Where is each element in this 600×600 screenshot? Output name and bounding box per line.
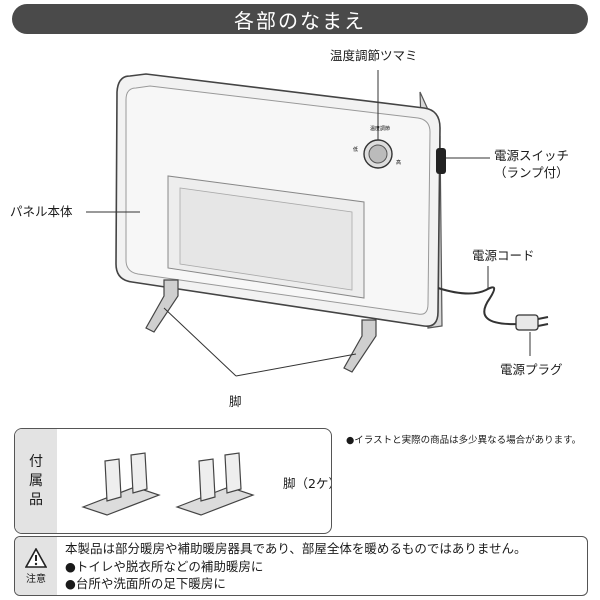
foot-left <box>145 279 179 333</box>
panel-rear-inner <box>179 187 353 291</box>
accessory-feet-illustration <box>81 452 255 516</box>
label-panel: パネル本体 <box>10 204 73 219</box>
page-title: 各部のなまえ <box>12 4 588 34</box>
power-plug <box>515 314 539 331</box>
caution-label: 注意 <box>26 573 46 585</box>
accessories-label-3: 品 <box>29 491 43 508</box>
leader-foot-left <box>163 307 237 377</box>
heater-diagram: 温度調節 低 高 温度調節ツマミ 電源スイッチ （ランプ付） パネル本体 電源コ… <box>0 36 600 426</box>
power-switch <box>436 148 446 174</box>
warning-icon <box>25 547 47 568</box>
illustration-note: ●イラストと実際の商品は多少異なる場合があります。 <box>346 435 582 446</box>
leader-foot-right <box>235 353 357 377</box>
caution-side: 注意 <box>15 537 57 595</box>
plug-prong-1 <box>537 316 549 320</box>
power-cord <box>437 286 521 326</box>
accessories-label-1: 付 <box>29 453 43 470</box>
accessory-foot-2 <box>175 452 255 516</box>
label-plug: 電源プラグ <box>500 362 563 377</box>
knob-mark-top: 温度調節 <box>370 125 390 132</box>
accessory-foot-1 <box>81 452 161 516</box>
caution-line-2: ●トイレや脱衣所などの補助暖房に <box>65 558 264 574</box>
caution-line-3: ●台所や洗面所の足下暖房に <box>65 576 226 591</box>
temperature-knob-center <box>368 144 388 164</box>
label-feet: 脚 <box>229 394 242 409</box>
knob-mark-high: 高 <box>396 159 401 166</box>
caution-box: 注意 本製品は部分暖房や補助暖房器具であり、部屋全体を暖めるものではありません。… <box>14 536 588 596</box>
label-knob: 温度調節ツマミ <box>330 48 418 63</box>
knob-mark-low: 低 <box>353 146 358 153</box>
page-title-text: 各部のなまえ <box>234 8 366 33</box>
label-switch: 電源スイッチ <box>494 148 570 163</box>
label-switch-sub: （ランプ付） <box>494 165 569 180</box>
accessories-side: 付 属 品 <box>15 429 57 533</box>
accessories-item-label: 脚（2ケ） <box>283 476 331 491</box>
accessories-label-2: 属 <box>29 472 43 489</box>
heater-illustration: 温度調節 低 高 <box>86 70 549 377</box>
caution-text: 本製品は部分暖房や補助暖房器具であり、部屋全体を暖めるものではありません。 ●ト… <box>65 540 527 593</box>
label-cord: 電源コード <box>472 248 535 263</box>
plug-prong-2 <box>537 323 549 327</box>
foot-right <box>343 319 377 373</box>
accessories-box: 付 属 品 脚（2ケ） <box>14 428 332 534</box>
caution-line-1: 本製品は部分暖房や補助暖房器具であり、部屋全体を暖めるものではありません。 <box>65 541 527 556</box>
